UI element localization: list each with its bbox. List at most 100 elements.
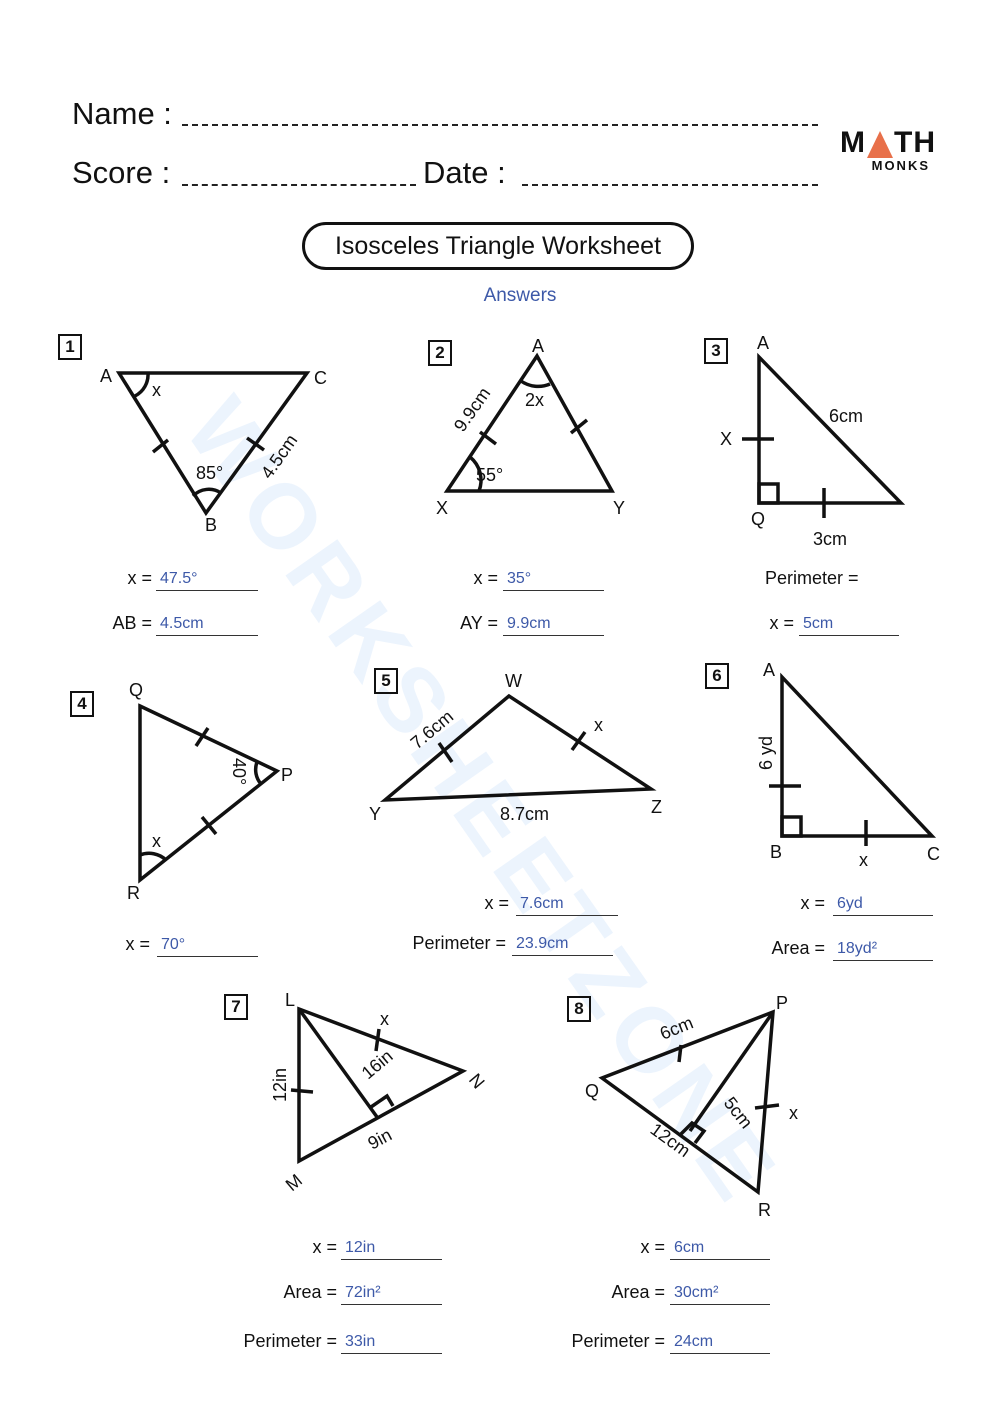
answer-label: x = — [312, 1237, 337, 1257]
answer-field-1-ab[interactable]: 4.5cm — [156, 613, 258, 636]
answer-field-2-x[interactable]: 35° — [503, 568, 604, 591]
answer-value: 18yd² — [837, 940, 878, 957]
label-2-Y: Y — [613, 498, 625, 518]
answer-label: x = — [484, 893, 509, 913]
answer-row: x = — [473, 568, 502, 589]
answer-field-1-x[interactable]: 47.5° — [156, 568, 258, 591]
answer-field-7-x[interactable]: 12in — [341, 1237, 442, 1260]
label-7-L: L — [285, 990, 295, 1010]
answer-row: Area = — [611, 1282, 669, 1303]
triangle-3 — [757, 352, 906, 505]
answer-label: Perimeter = — [571, 1331, 665, 1351]
label-8-Q: Q — [585, 1081, 599, 1101]
answer-row: Area = — [283, 1282, 341, 1303]
label-2-2x: 2x — [525, 390, 544, 410]
label-8-R: R — [758, 1200, 771, 1220]
answer-value: 47.5° — [160, 570, 198, 587]
answer-field-3-x[interactable]: 5cm — [799, 613, 899, 636]
label-1-side: 4.5cm — [257, 431, 302, 483]
answer-label: x = — [640, 1237, 665, 1257]
problem-number-6: 6 — [705, 663, 729, 689]
label-7-N: N — [465, 1070, 489, 1093]
label-5-Z: Z — [651, 797, 662, 817]
label-2-angle: 55° — [476, 465, 503, 485]
answer-label: Perimeter = — [765, 568, 859, 588]
problem-number-3: 3 — [704, 338, 728, 364]
triangle-7 — [297, 1006, 468, 1164]
label-8-side: 6cm — [657, 1012, 696, 1043]
answer-field-2-ay[interactable]: 9.9cm — [503, 613, 604, 636]
answer-label: x = — [127, 568, 152, 588]
answer-field-7-area[interactable]: 72in² — [341, 1282, 442, 1305]
problem-number-7: 7 — [224, 994, 248, 1020]
answer-value: 12in — [345, 1239, 376, 1256]
answer-label: Area = — [283, 1282, 337, 1302]
score-label: Score : — [72, 155, 171, 190]
label-3-X: X — [720, 429, 732, 449]
answer-row: Perimeter = — [243, 1331, 341, 1352]
answer-row: Perimeter = — [412, 933, 510, 954]
answer-row: x = — [800, 893, 829, 914]
answer-row: x = — [769, 613, 798, 634]
label-3-Q: Q — [751, 509, 765, 529]
answer-value: 72in² — [345, 1284, 381, 1301]
answer-label: x = — [125, 934, 150, 954]
label-6-B: B — [770, 842, 782, 862]
answer-value: 35° — [507, 570, 532, 587]
label-7-x: x — [380, 1009, 389, 1029]
logo-m: M — [840, 126, 866, 159]
label-2-A: A — [532, 336, 544, 356]
answer-value: 24cm — [674, 1333, 714, 1350]
label-2-X: X — [436, 498, 448, 518]
answer-label: AY = — [460, 613, 498, 633]
label-8-base: 12cm — [647, 1119, 694, 1161]
answers-subtitle: Answers — [483, 285, 557, 306]
answer-field-8-x[interactable]: 6cm — [670, 1237, 770, 1260]
answer-label: Perimeter = — [412, 933, 506, 953]
score-field[interactable] — [182, 184, 416, 186]
triangle-2 — [443, 352, 615, 493]
answer-row: x = — [484, 893, 513, 914]
answer-field-6-area[interactable]: 18yd² — [833, 938, 933, 961]
label-5-x: x — [594, 715, 603, 735]
triangle-6 — [780, 672, 937, 838]
label-3-hyp: 6cm — [829, 406, 863, 426]
answer-field-7-perimeter[interactable]: 33in — [341, 1331, 442, 1354]
answer-label: x = — [800, 893, 825, 913]
answer-value: 7.6cm — [520, 895, 564, 912]
label-5-base: 8.7cm — [500, 804, 549, 824]
label-7-altitude: 16in — [358, 1046, 397, 1083]
answer-value: 6yd — [837, 895, 863, 912]
answer-value: 23.9cm — [516, 935, 569, 952]
answer-field-5-perimeter[interactable]: 23.9cm — [512, 933, 613, 956]
label-1-x: x — [152, 380, 161, 400]
answer-row: AY = — [460, 613, 502, 634]
answer-field-8-area[interactable]: 30cm² — [670, 1282, 770, 1305]
label-8-altitude: 5cm — [720, 1093, 757, 1132]
date-field[interactable] — [522, 184, 818, 186]
answer-row: x = — [312, 1237, 341, 1258]
answer-field-4-x[interactable]: 70° — [157, 934, 258, 957]
answer-label: Area = — [771, 938, 825, 958]
triangle-8 — [598, 1009, 775, 1196]
label-6-side: 6 yd — [756, 736, 776, 770]
problem-number-4: 4 — [70, 691, 94, 717]
problem-number-5: 5 — [374, 668, 398, 694]
answer-row: Area = — [771, 938, 829, 959]
answer-field-6-x[interactable]: 6yd — [833, 893, 933, 916]
answer-label: x = — [769, 613, 794, 633]
label-8-P: P — [776, 993, 788, 1013]
logo-monks: MONKS — [871, 158, 930, 173]
answer-row: x = — [125, 934, 154, 955]
label-4-P: P — [281, 765, 293, 785]
label-8-x: x — [789, 1103, 798, 1123]
answer-field-8-perimeter[interactable]: 24cm — [670, 1331, 770, 1354]
answer-row: AB = — [112, 613, 156, 634]
answer-label: Perimeter = — [243, 1331, 337, 1351]
label-3-base: 3cm — [813, 529, 847, 549]
math-monks-logo: M TH MONKS — [840, 126, 935, 174]
label-4-angle: 40° — [229, 758, 249, 785]
name-field[interactable] — [182, 124, 818, 126]
answer-field-5-x[interactable]: 7.6cm — [516, 893, 618, 916]
